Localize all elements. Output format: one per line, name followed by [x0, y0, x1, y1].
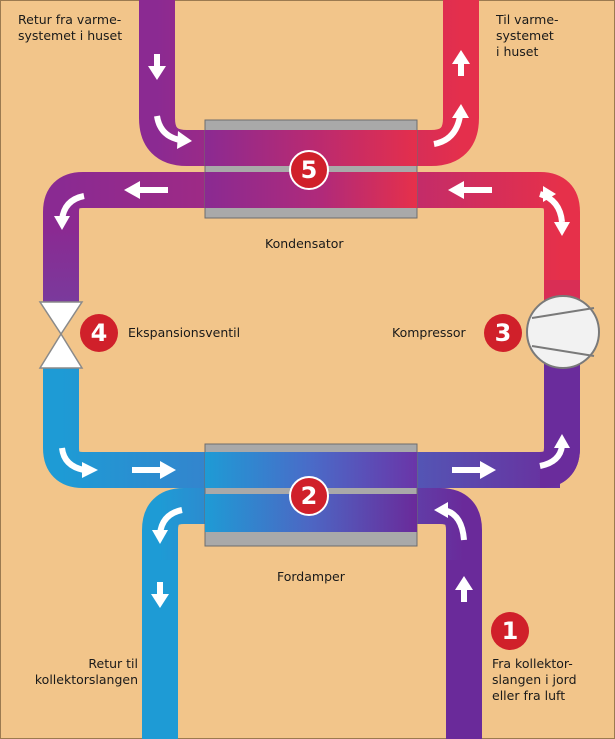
label-return-collector: Retur til kollektorslangen — [34, 656, 138, 687]
badge-5: 5 — [289, 150, 329, 190]
arrow-curve-icon — [152, 507, 183, 544]
arrow-curve-icon — [538, 186, 570, 236]
arrow-curve-icon — [54, 193, 85, 230]
badge-3: 3 — [484, 314, 522, 352]
label-evaporator: Fordamper — [277, 569, 345, 584]
label-expansion-valve: Ekspansionsventil — [128, 325, 241, 340]
label-to-heating: Til varme- systemet i huset — [496, 12, 559, 59]
expansion-valve-icon — [38, 301, 84, 369]
label-from-collector: Fra kollektor- slangen i jord eller fra … — [492, 656, 577, 703]
badge-1: 1 — [491, 612, 529, 650]
arrow-left-icon — [124, 181, 168, 199]
arrow-down-icon — [148, 54, 166, 80]
arrow-curve-icon — [434, 502, 467, 541]
label-return-heating: Retur fra varme- systemet i huset — [18, 12, 123, 43]
arrow-up-icon — [452, 50, 470, 76]
arrow-down-icon — [151, 582, 169, 608]
label-condenser: Kondensator — [265, 236, 344, 251]
label-compressor: Kompressor — [392, 325, 466, 340]
arrow-right-icon — [132, 461, 176, 479]
arrow-curve-icon — [433, 104, 469, 147]
arrow-curve-icon — [59, 447, 98, 478]
arrow-right-icon — [452, 461, 496, 479]
arrow-curve-icon — [154, 115, 192, 149]
arrow-curve-icon — [539, 434, 570, 469]
refrigerant-pipe-left-upper — [43, 230, 79, 302]
compressor-icon — [526, 295, 600, 369]
arrow-up-icon — [455, 576, 473, 602]
badge-4: 4 — [80, 314, 118, 352]
badge-2: 2 — [289, 476, 329, 516]
flow-arrows — [54, 50, 570, 608]
arrow-left-icon — [448, 181, 492, 199]
